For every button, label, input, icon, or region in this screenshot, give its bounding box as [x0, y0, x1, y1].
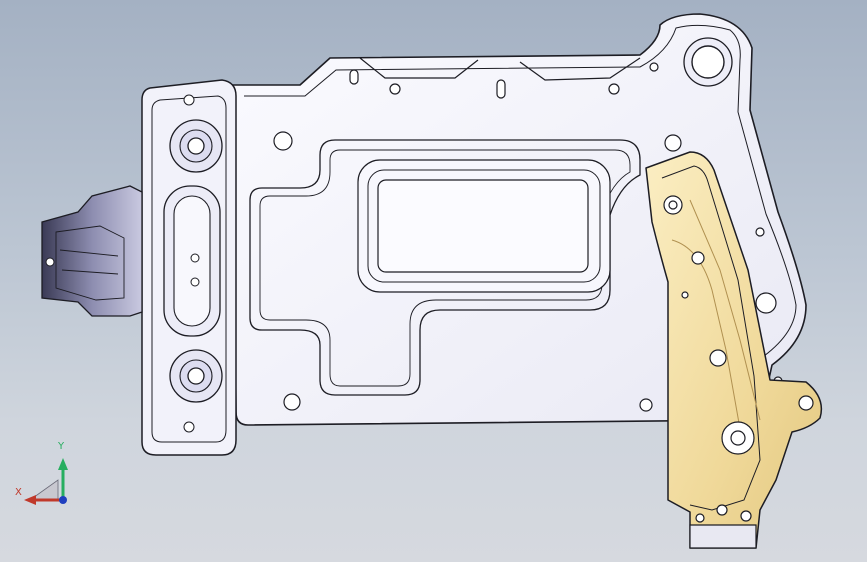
hole: [681, 291, 689, 299]
center-window-mid: [367, 169, 601, 283]
hole: [664, 134, 682, 152]
bracket-holes: [663, 195, 814, 523]
bracket-foot: [689, 524, 757, 549]
rail-hole: [190, 253, 200, 263]
plate-holes: [273, 62, 783, 412]
yellow-bracket-flange: [661, 165, 761, 511]
hole: [755, 292, 777, 314]
boss-upper: [169, 119, 223, 173]
hole: [740, 510, 752, 522]
left-rail-inner: [151, 95, 227, 443]
center-pocket-outer: [249, 139, 641, 396]
rail-hole: [183, 94, 195, 106]
center-window-inner: [377, 179, 589, 273]
clip-hole: [45, 257, 55, 267]
hole: [695, 513, 705, 523]
boss-lower: [169, 349, 223, 403]
hole: [716, 504, 728, 516]
hole: [389, 83, 401, 95]
top-ridge: [359, 57, 641, 81]
rail-hole: [183, 421, 195, 433]
hole: [755, 227, 765, 237]
hole: [649, 62, 659, 72]
plate-rim-contour: [244, 24, 797, 357]
axis-triad[interactable]: [24, 458, 68, 505]
left-clip[interactable]: [41, 185, 143, 317]
z-axis-icon: [59, 496, 67, 504]
hole: [798, 395, 814, 411]
hole: [273, 131, 293, 151]
x-axis-label: X: [15, 487, 22, 498]
hole: [730, 430, 746, 446]
hole: [691, 251, 705, 265]
hole: [639, 398, 653, 412]
hole: [668, 200, 678, 210]
hole: [709, 349, 727, 367]
hole: [283, 393, 301, 411]
y-axis-label: Y: [58, 441, 65, 452]
rail-hole: [190, 277, 200, 287]
slot: [349, 69, 359, 85]
mount-hole: [691, 45, 725, 79]
hole: [608, 83, 620, 95]
left-clip-detail: [55, 225, 125, 301]
yellow-bracket[interactable]: [645, 151, 823, 549]
slot: [496, 79, 506, 99]
